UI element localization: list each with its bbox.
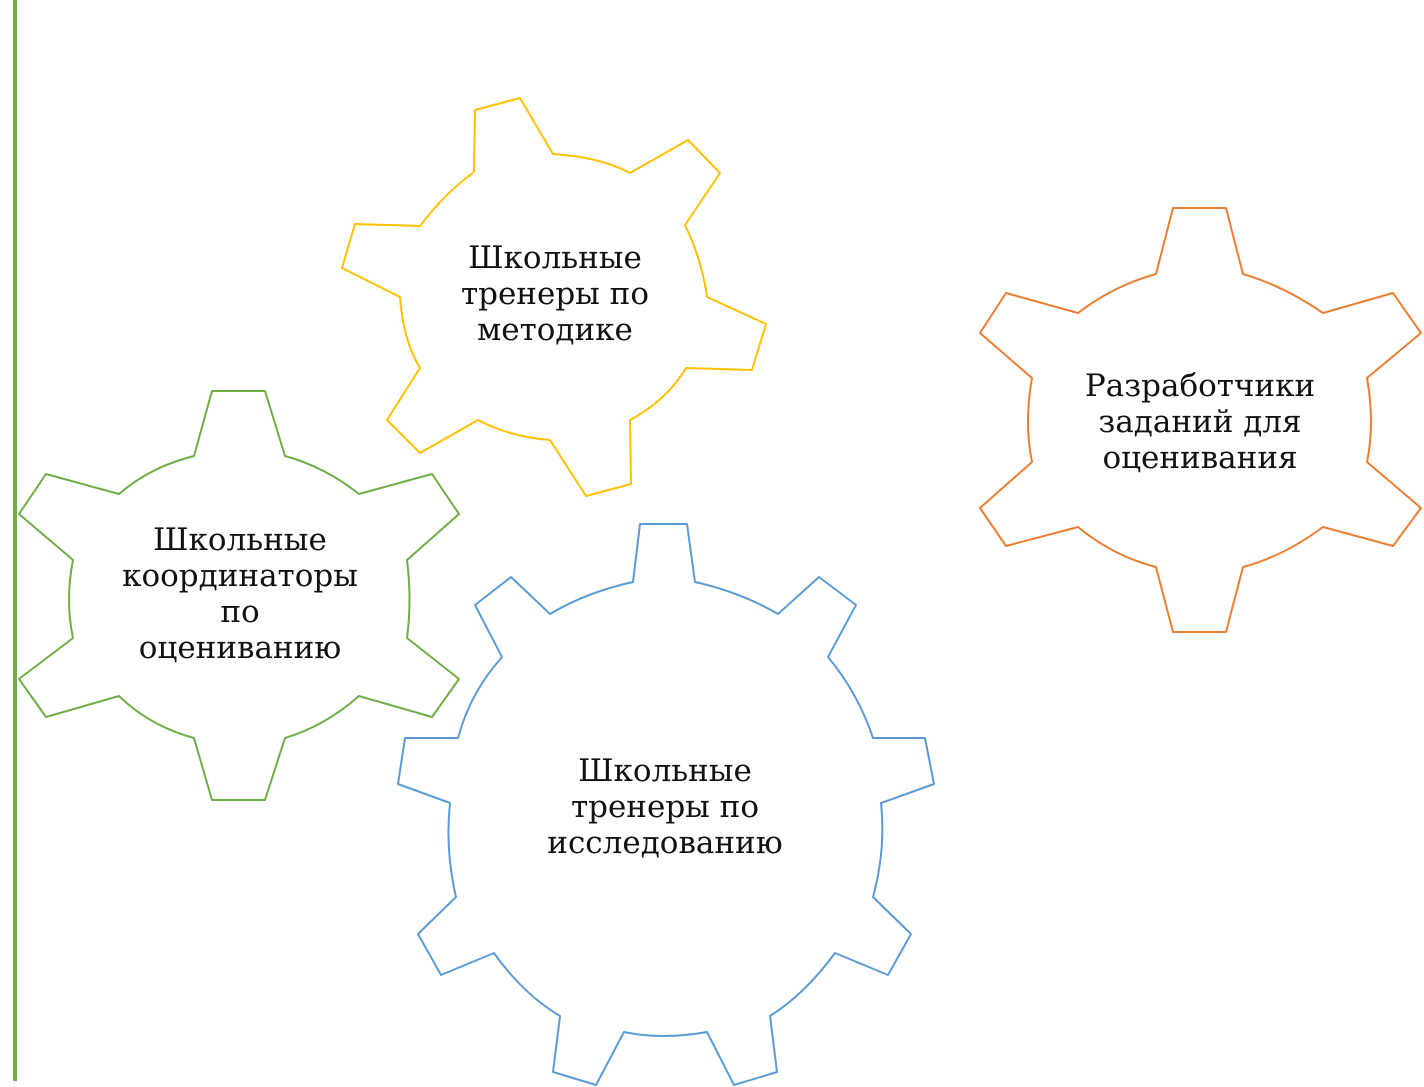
- label-line: исследованию: [547, 825, 783, 861]
- label-line: Разработчики: [1084, 368, 1316, 404]
- gear-methods-trainers: [341, 97, 767, 497]
- label-line: заданий для: [1098, 404, 1302, 440]
- label-line: Школьные: [578, 753, 752, 789]
- label-line: оценивания: [1102, 440, 1298, 476]
- label-line: координаторы: [122, 558, 358, 594]
- left-vertical-rule: [13, 0, 17, 1081]
- gear-label-research-trainers: Школьные тренеры по исследованию: [540, 745, 790, 869]
- gear-assessment-coordinators: [18, 390, 460, 801]
- label-line: по: [220, 594, 260, 630]
- label-line: методике: [477, 312, 633, 348]
- label-line: оцениванию: [138, 630, 342, 666]
- label-line: тренеры по: [460, 276, 650, 312]
- gear-task-developers: [979, 207, 1422, 633]
- gear-label-assessment-coordinators: Школьные координаторы по оцениванию: [120, 512, 360, 676]
- label-line: тренеры по: [570, 789, 760, 825]
- gear-label-task-developers: Разработчики заданий для оценивания: [1070, 360, 1330, 484]
- label-line: Школьные: [153, 522, 327, 558]
- gear-research-trainers: [397, 523, 935, 1086]
- label-line: Школьные: [468, 240, 642, 276]
- gear-label-methods-trainers: Школьные тренеры по методике: [430, 232, 680, 356]
